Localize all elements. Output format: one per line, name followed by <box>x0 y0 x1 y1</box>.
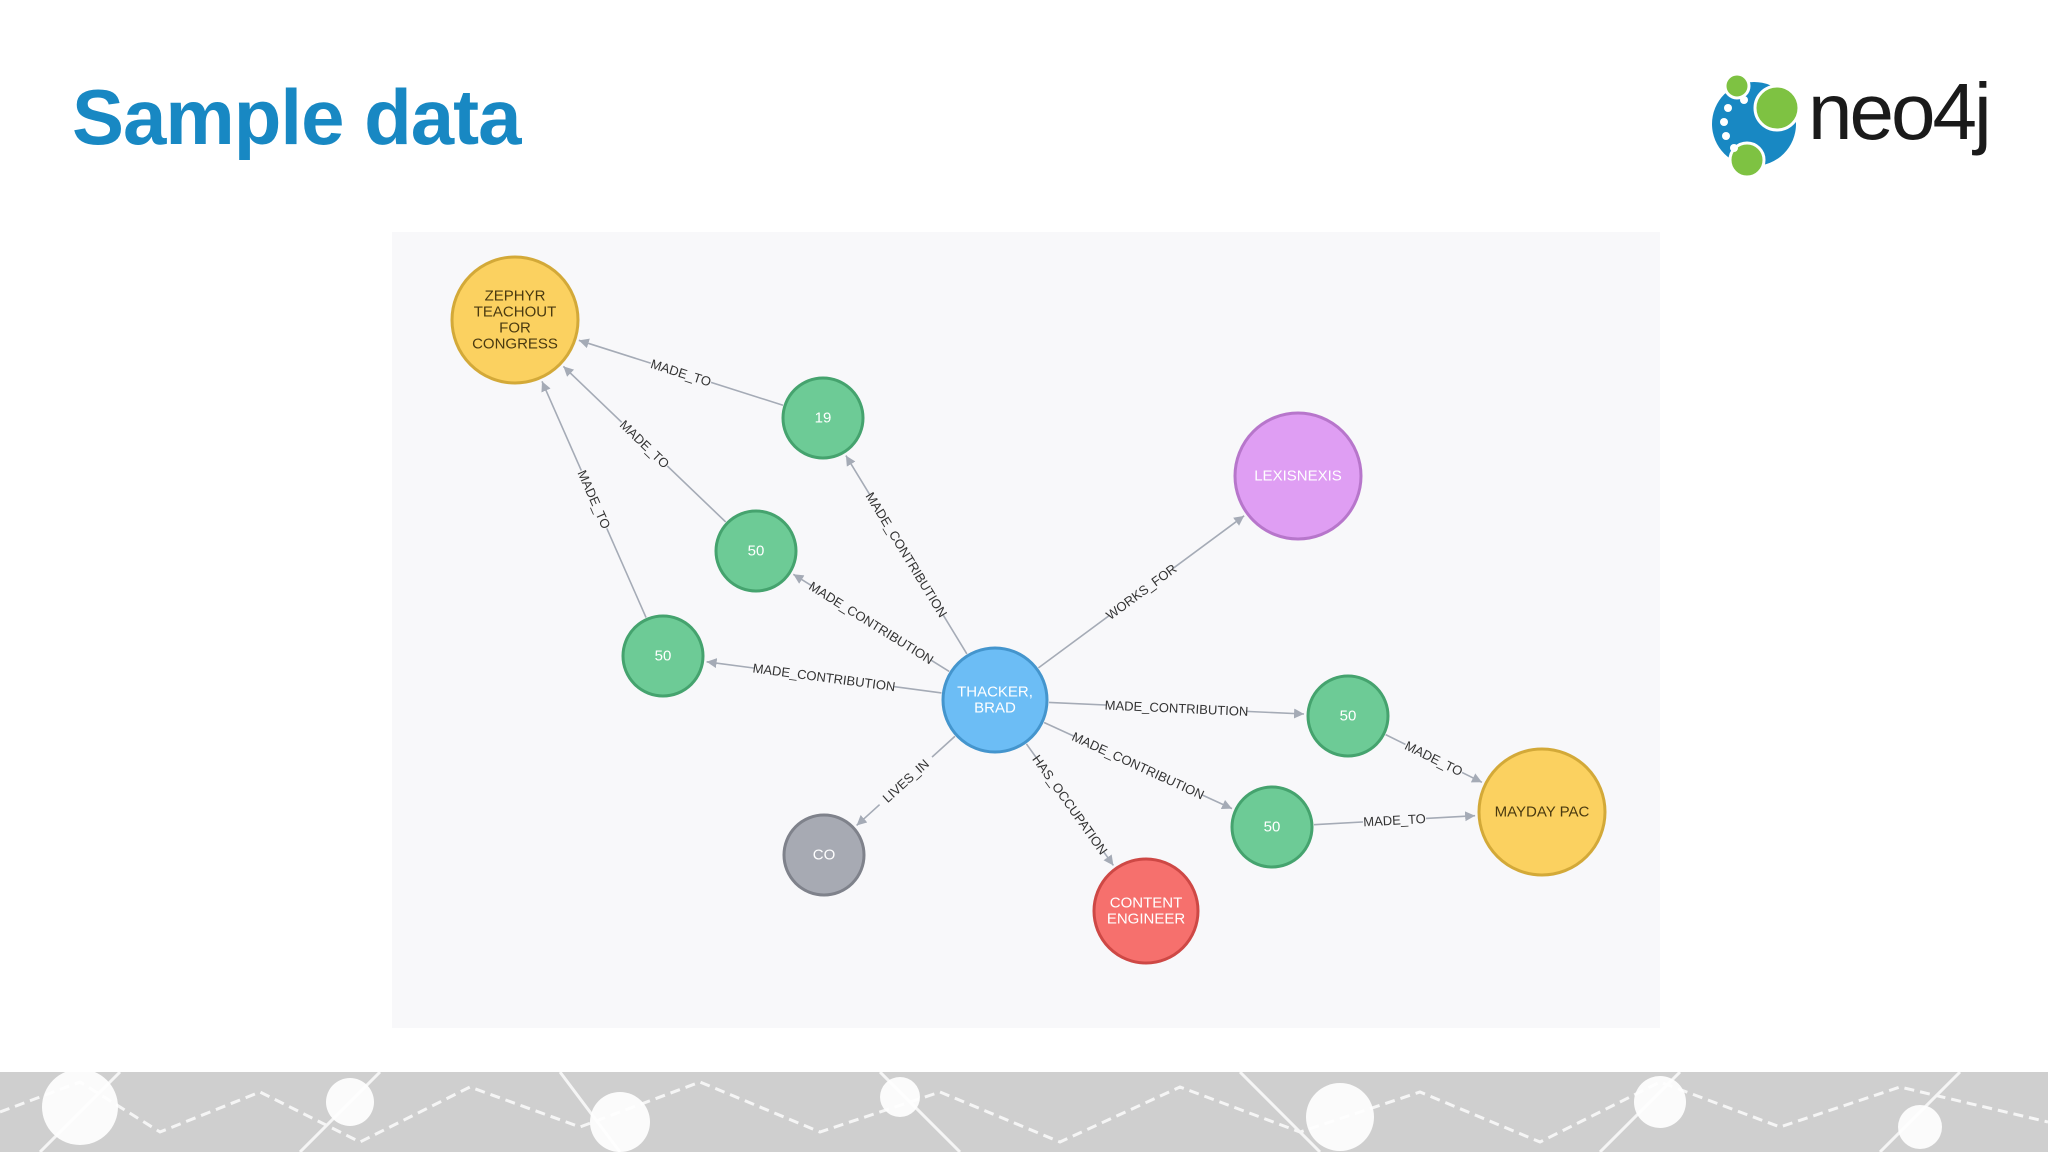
neo4j-graph-icon <box>1712 72 1801 179</box>
node-brad[interactable]: THACKER,BRAD <box>941 646 1049 754</box>
slide-title: Sample data <box>72 73 522 161</box>
node-label: MAYDAY PAC <box>1495 804 1590 821</box>
node-c50a[interactable]: 50 <box>714 509 798 593</box>
edge-label: MADE_CONTRIBUTION <box>1104 697 1248 718</box>
node-label: CO <box>813 847 836 864</box>
node-label: THACKER, <box>957 684 1033 701</box>
node-label: CONTENT <box>1110 895 1183 912</box>
edge-has-occupation[interactable]: HAS_OCCUPATION <box>1025 743 1115 866</box>
edge-label: MADE_CONTRIBUTION <box>752 660 896 694</box>
node-mayday[interactable]: MAYDAY PAC <box>1477 747 1607 877</box>
node-label: LEXISNEXIS <box>1254 468 1342 485</box>
node-label: TEACHOUT <box>474 304 557 321</box>
edge-label: LIVES_IN <box>880 756 932 805</box>
node-label: CONGRESS <box>472 336 558 353</box>
edge-made-contribution[interactable]: MADE_CONTRIBUTION <box>706 658 942 696</box>
edge-label: MADE_CONTRIBUTION <box>806 578 936 667</box>
edge-made-contribution[interactable]: MADE_CONTRIBUTION <box>1048 696 1305 721</box>
node-label: 50 <box>655 648 672 665</box>
node-c50b[interactable]: 50 <box>621 614 705 698</box>
node-label: FOR <box>499 320 531 337</box>
node-label: 19 <box>815 410 832 427</box>
edge-lives-in[interactable]: LIVES_IN <box>856 735 956 827</box>
edge-made-to[interactable]: MADE_TO <box>541 380 647 618</box>
edge-label: MADE_TO <box>1363 811 1426 829</box>
edge-label: MADE_TO <box>1402 738 1465 779</box>
edge-label: WORKS_FOR <box>1103 561 1179 623</box>
neo4j-logo: neo4j <box>1708 72 1998 182</box>
edge-works-for[interactable]: WORKS_FOR <box>1037 515 1245 669</box>
edge-made-to[interactable]: MADE_TO <box>578 338 784 407</box>
edge-label: MADE_TO <box>617 417 673 471</box>
edge-label: MADE_CONTRIBUTION <box>863 489 951 620</box>
node-label: 50 <box>1340 708 1357 725</box>
node-label: BRAD <box>974 700 1016 717</box>
node-label: 50 <box>1264 819 1281 836</box>
node-c50c[interactable]: 50 <box>1306 674 1390 758</box>
edge-label: HAS_OCCUPATION <box>1029 752 1110 857</box>
edge-made-to[interactable]: MADE_TO <box>1313 809 1476 831</box>
edge-label: MADE_CONTRIBUTION <box>1070 729 1207 803</box>
node-lexis[interactable]: LEXISNEXIS <box>1233 411 1363 541</box>
node-label: ZEPHYR <box>485 288 546 305</box>
node-c50d[interactable]: 50 <box>1230 785 1314 869</box>
edge-label: MADE_TO <box>649 356 713 389</box>
edge-made-to[interactable]: MADE_TO <box>1385 733 1483 784</box>
node-co[interactable]: CO <box>782 813 866 897</box>
neo4j-wordmark: neo4j <box>1808 67 1992 156</box>
footer-graph-pattern <box>0 1072 2048 1152</box>
node-label: ENGINEER <box>1107 911 1186 928</box>
node-label: 50 <box>748 543 765 560</box>
node-c19[interactable]: 19 <box>781 376 865 460</box>
